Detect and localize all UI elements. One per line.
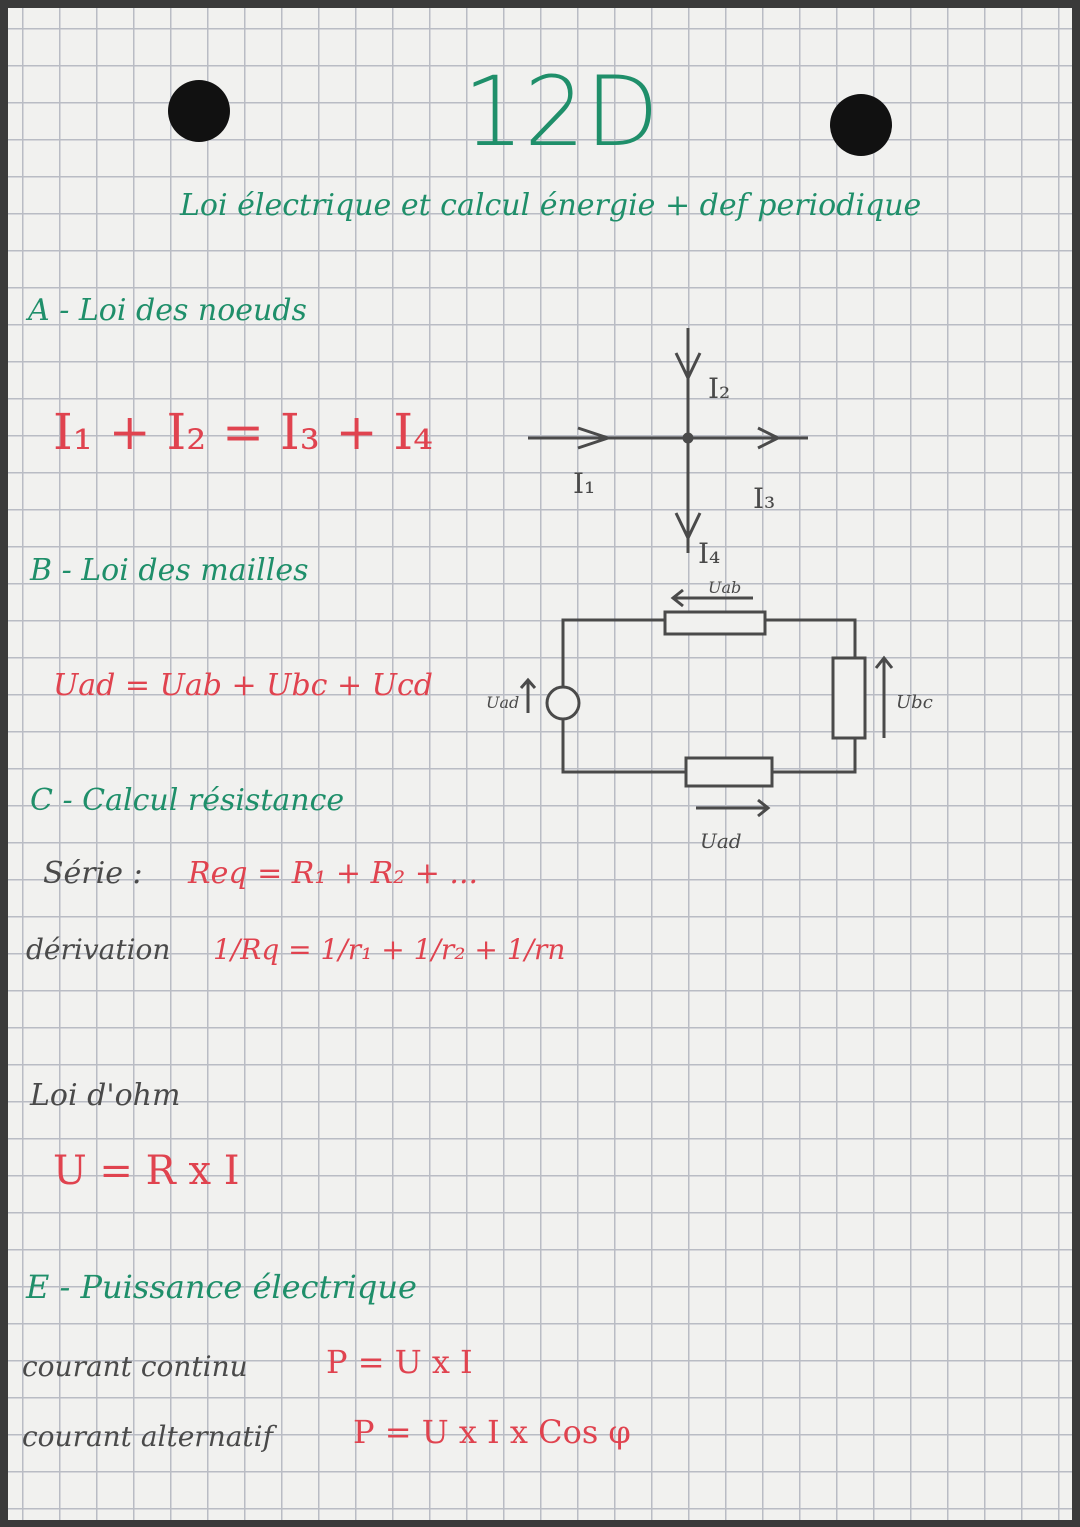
courant-continu-formula: P = U x I [326, 1343, 473, 1381]
derivation-label: dérivation [26, 933, 171, 966]
label-uad-bottom: Uad [700, 829, 742, 853]
formula-loi-noeuds: I₁ + I₂ = I₃ + I₄ [53, 403, 434, 461]
heading-puissance: E - Puissance électrique [26, 1268, 417, 1306]
courant-continu-label: courant continu [22, 1350, 248, 1383]
label-uad-source: Uad [486, 693, 519, 712]
punch-hole-left [168, 80, 230, 142]
punch-hole-right [830, 94, 892, 156]
circuit-diagram: I₂ I₁ I₃ I₄ Uab Ubc Uad Uad [486, 328, 933, 853]
page-title: 12D [463, 56, 660, 168]
courant-alternatif-label: courant alternatif [22, 1420, 273, 1453]
formula-loi-ohm: U = R x I [53, 1148, 240, 1194]
heading-loi-noeuds: A - Loi des noeuds [28, 293, 307, 328]
grid-paper: 12D Loi électrique et calcul énergie + d… [8, 8, 1072, 1520]
courant-alternatif-formula: P = U x I x Cos φ [353, 1413, 631, 1451]
serie-label: Série : [43, 856, 143, 891]
heading-loi-ohm: Loi d'ohm [30, 1078, 181, 1113]
formula-loi-mailles: Uad = Uab + Ubc + Ucd [53, 668, 433, 703]
heading-loi-mailles: B - Loi des mailles [30, 553, 309, 588]
heading-calcul-resistance: C - Calcul résistance [30, 783, 345, 818]
label-ubc: Ubc [896, 692, 933, 713]
mesh-circuit [519, 588, 894, 818]
label-i2: I₂ [708, 372, 730, 405]
serie-formula: Req = R₁ + R₂ + ... [188, 856, 479, 891]
node-diagram [528, 328, 808, 553]
label-i4: I₄ [698, 537, 720, 570]
label-i3: I₃ [753, 482, 775, 515]
label-uab: Uab [708, 578, 741, 597]
page-subtitle: Loi électrique et calcul énergie + def p… [180, 188, 922, 223]
derivation-formula: 1/Rq = 1/r₁ + 1/r₂ + 1/rn [213, 933, 566, 966]
label-i1: I₁ [573, 467, 595, 500]
